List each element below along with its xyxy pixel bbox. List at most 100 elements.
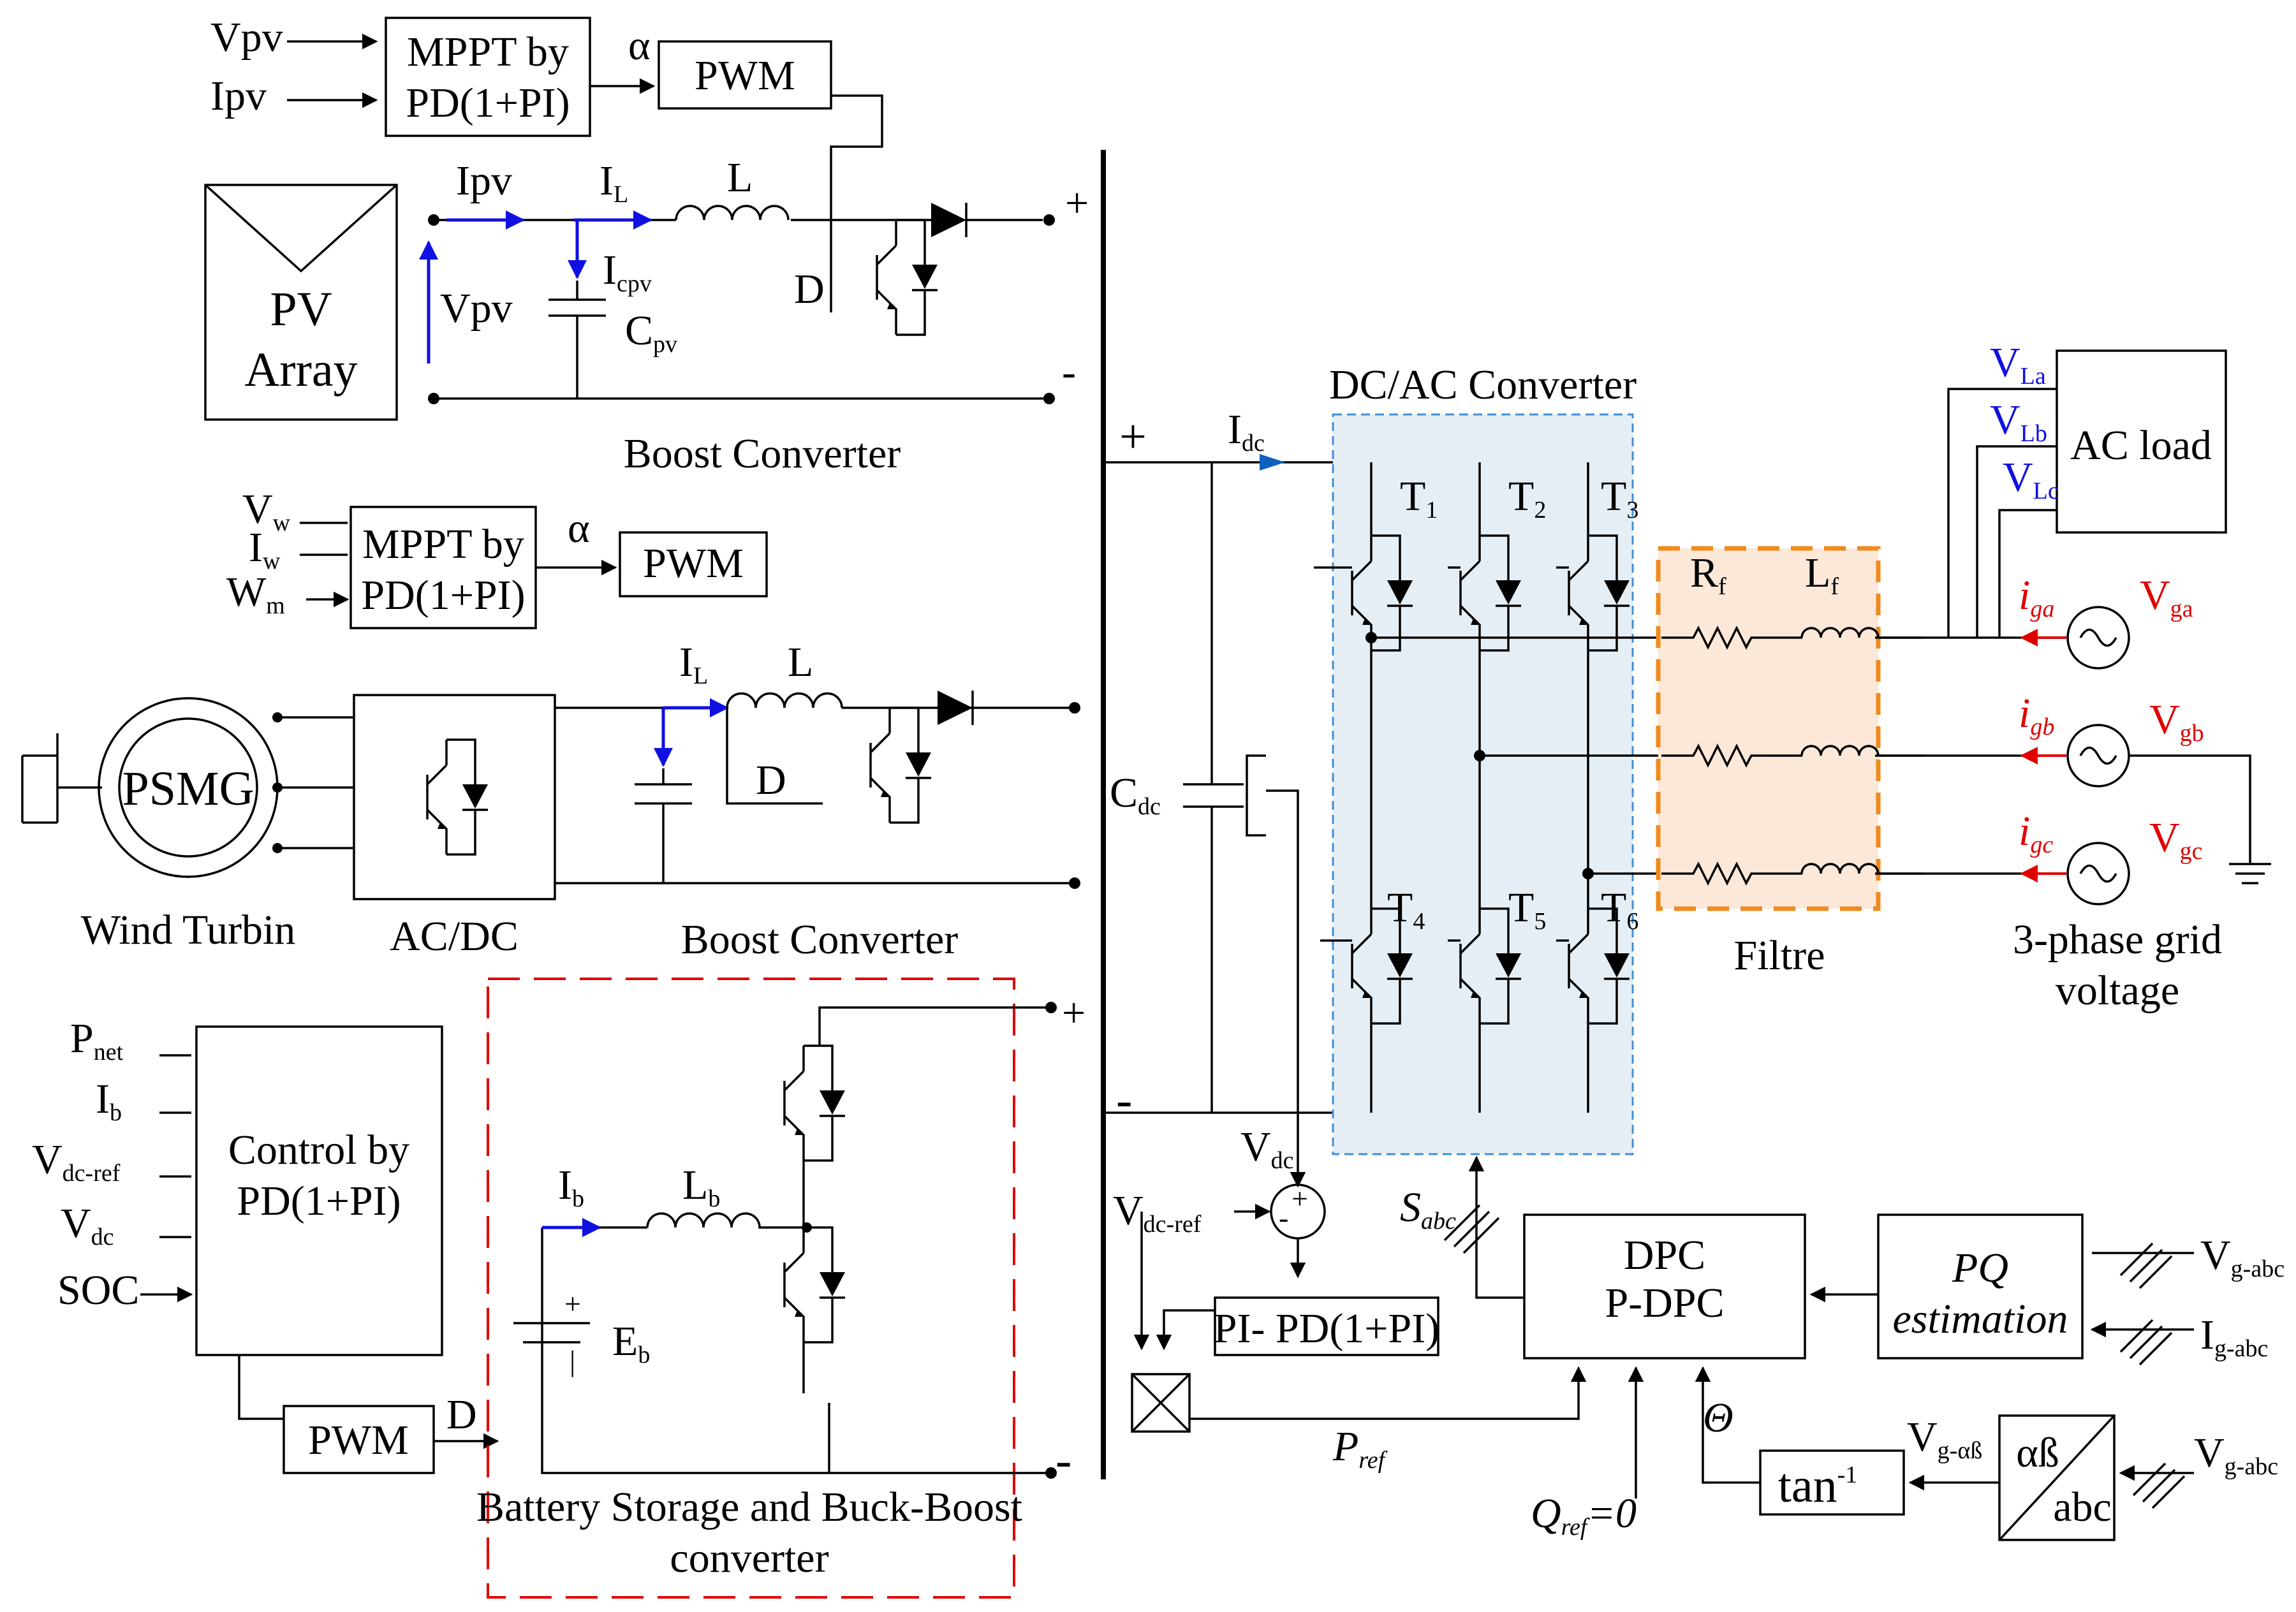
sabc-bus-marks [1443, 1204, 1500, 1254]
pi-controller-block [1214, 1296, 1439, 1356]
filter-dashed-box [1656, 546, 1881, 911]
switch-t4-label: T4 [1387, 884, 1425, 935]
dpc-line2: P-DPC [1605, 1280, 1724, 1326]
pv-vpv-input-label: Vpv [210, 14, 283, 61]
sum-plus: + [1292, 1182, 1308, 1215]
load-taps [1947, 388, 2057, 638]
dpc-line1: DPC [1624, 1232, 1705, 1279]
filter-lf-label: Lf [1805, 550, 1839, 600]
load-vlb-label: VLb [1990, 397, 2047, 447]
pv-inductor [675, 205, 790, 221]
pi-output-wire [1156, 1309, 1215, 1351]
grid-ground [2129, 754, 2271, 884]
pv-out-minus-terminal [1043, 393, 1055, 404]
batt-pwm-block [283, 1405, 435, 1474]
wind-switch-feed [726, 708, 823, 805]
wind-input-arrows [300, 522, 348, 599]
switch-t2-label: T2 [1508, 473, 1546, 524]
pv-section: Vpv Ipv MPPT by PD(1+PI) α PWM PV Array … [204, 14, 1089, 477]
pq-line2: estimation [1893, 1296, 2068, 1342]
pv-diode [931, 203, 966, 237]
wind-pwm-label: PWM [643, 540, 744, 587]
batt-input-arrows [140, 1054, 191, 1294]
switch-t6-label: T6 [1601, 884, 1638, 935]
pv-mppt-line2: PD(1+PI) [406, 80, 570, 126]
wind-boost-caption: Boost Converter [681, 916, 958, 963]
dpc-block [1523, 1213, 1806, 1359]
pv-pwm-gate-wire [830, 94, 883, 312]
wind-alpha-label: α [568, 505, 590, 552]
filter-inductors [1800, 627, 1923, 875]
inverter-legs [1314, 566, 1589, 942]
pref-wire [1189, 1366, 1587, 1420]
inverter-dashed-box [1332, 413, 1634, 1155]
pv-switch-d-label: D [794, 266, 825, 312]
battery-inductor [646, 1212, 804, 1229]
pq-estimation-block [1877, 1213, 2084, 1359]
load-vla-label: VLa [1990, 339, 2046, 390]
pv-array-box [204, 184, 398, 421]
pv-diode-out [965, 203, 1043, 237]
battery-switch-leg [802, 1161, 1046, 1474]
filter-section: Rf Lf Filtre [1656, 546, 1923, 979]
arctan-block [1759, 1449, 1905, 1516]
vga-label: Vga [2140, 572, 2193, 622]
vgab-label: Vg-αß [1907, 1414, 1982, 1464]
theta-wire [1695, 1366, 1760, 1484]
batt-vdcref-input: Vdc-ref [32, 1136, 121, 1187]
pv-ipv-label: Ipv [456, 158, 512, 204]
switch-t1-label: T1 [1400, 473, 1438, 524]
wind-mppt-block [350, 506, 537, 629]
batt-control-line2: PD(1+PI) [237, 1178, 401, 1224]
pv-il-label: IL [600, 158, 628, 208]
filter-resistors [1661, 626, 1802, 886]
sabc-wire [1468, 1155, 1524, 1299]
wind-pwm-block [619, 531, 768, 597]
pv-ipv-input-label: Ipv [210, 73, 267, 119]
load-vlc-label: VLc [2003, 454, 2059, 504]
idc-label: Idc [1228, 406, 1265, 457]
pv-pwm-block [658, 40, 832, 110]
battery-upper-switch [783, 1044, 846, 1162]
generator-phase-wires [277, 716, 354, 849]
pv-out-plus: + [1065, 180, 1089, 226]
battery-eb-label: Eb [612, 1318, 650, 1368]
battery-top-wire [818, 1006, 1046, 1046]
load-grid-section: AC load VLa VLb VLc iga Vga igb Vgb igc … [1875, 339, 2271, 1014]
switch-t3-label: T3 [1601, 473, 1638, 524]
battery-caption-line1: Battery Storage and Buck-Boost [476, 1484, 1022, 1530]
inverter-rail-taps [1370, 462, 1589, 1113]
iga-label: iga [2019, 572, 2054, 622]
clarke-top: αß [2016, 1430, 2059, 1476]
inverter-title: DC/AC Converter [1329, 362, 1637, 408]
pq-bus-marks [2119, 1242, 2173, 1366]
inverter-phase-outputs [1371, 636, 1661, 875]
battery-ib-label: Ib [558, 1162, 584, 1212]
battery-out-minus-terminal [1045, 1467, 1057, 1479]
pv-capacitor [548, 281, 606, 399]
battery-out-plus-terminal [1045, 1002, 1057, 1013]
acdc-caption: AC/DC [390, 913, 519, 960]
switch-t5-label: T5 [1508, 884, 1546, 935]
vgc-label: Vgc [2149, 814, 2203, 865]
filter-rf-label: Rf [1690, 550, 1726, 600]
control-section: Vdc + - Vdc-ref PI- PD(1+PI) Pref Qref=0… [1113, 1124, 2285, 1541]
pv-terminal-top [428, 214, 439, 226]
pref-label: Pref [1332, 1423, 1388, 1474]
wind-switch-d-label: D [756, 757, 786, 803]
pv-out-minus: - [1062, 349, 1076, 395]
batt-pwm-d-label: D [446, 1391, 477, 1438]
battery-lower-switch [783, 1226, 846, 1344]
wind-il-label: IL [679, 639, 708, 689]
pv-array-line1: PV [270, 282, 332, 336]
pv-boost-switch [876, 219, 939, 336]
pq-input-wires [2092, 1252, 2194, 1330]
pv-out-plus-terminal [1043, 214, 1055, 226]
inverter-section: DC/AC Converter T1 T2 T3 T4 T5 T6 [1314, 362, 1661, 1155]
cdc-capacitor [1183, 462, 1244, 1113]
batt-soc-input: SOC [57, 1267, 139, 1314]
qref-label: Qref=0 [1531, 1490, 1637, 1541]
pv-array-line2: Array [244, 343, 357, 397]
wind-wm-input: Wm [226, 569, 285, 619]
wind-out-plus-terminal [1069, 702, 1080, 714]
